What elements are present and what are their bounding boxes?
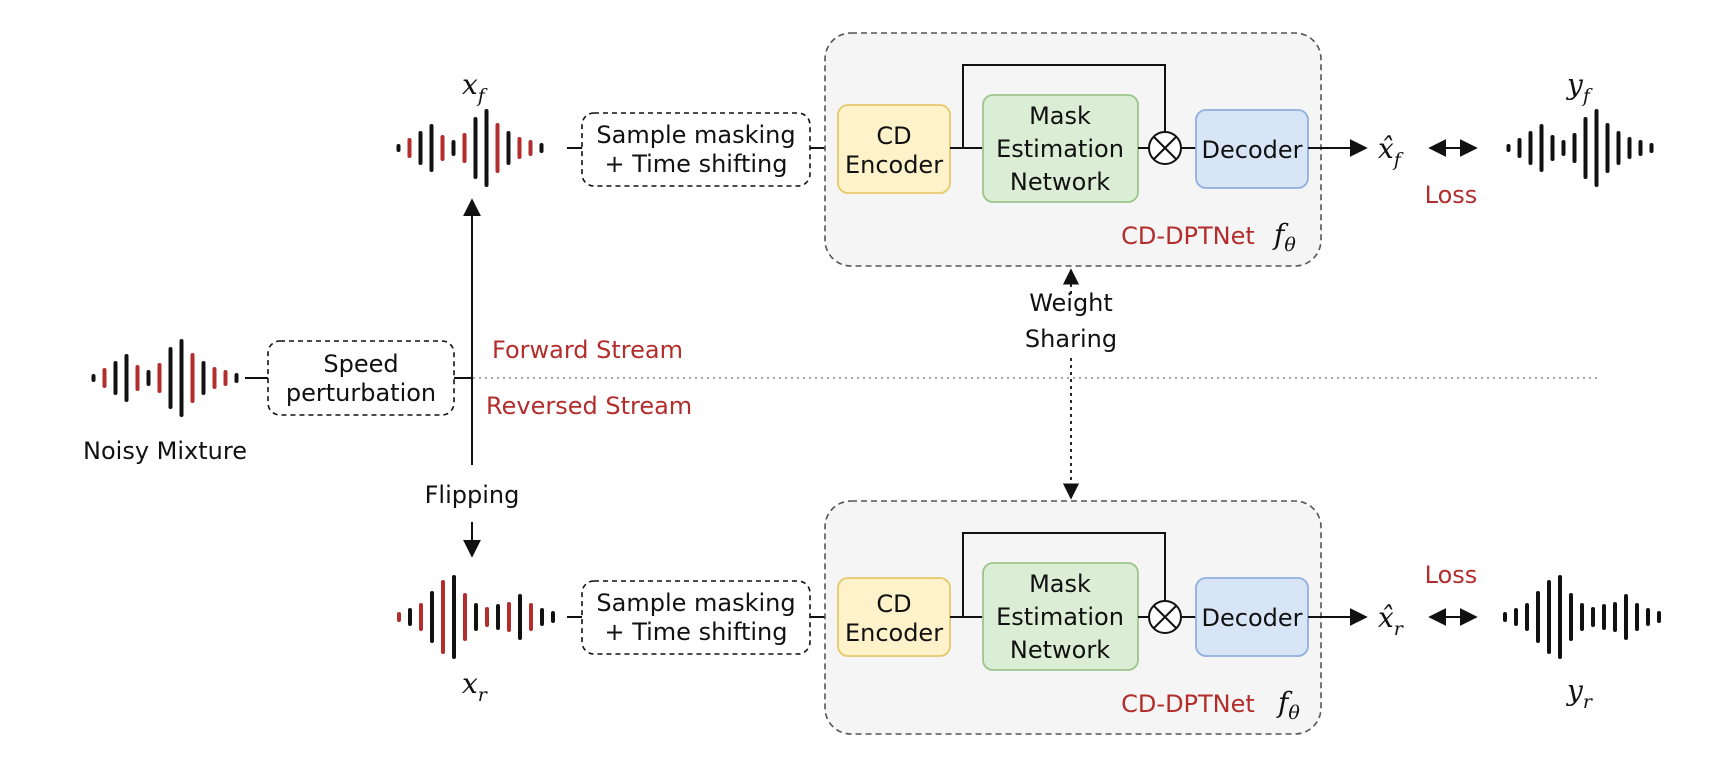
mask-label-1-top: Mask — [1029, 102, 1091, 130]
time-shifting-label-bottom: + Time shifting — [604, 618, 787, 646]
xf-label: xf — [462, 68, 488, 107]
speed-perturbation-label-1: Speed — [323, 350, 398, 378]
xhat-f-label: x̂f — [1378, 132, 1404, 171]
cd-encoder-label-2-bottom: Encoder — [845, 619, 943, 647]
cd-dptnet-label-top: CD-DPTNet — [1121, 222, 1255, 250]
yr-waveform — [1503, 575, 1661, 659]
mask-label-3-bottom: Network — [1010, 636, 1110, 664]
cd-encoder-label-1-top: CD — [876, 122, 911, 150]
multiply-icon-top — [1148, 131, 1182, 165]
mask-label-1-bottom: Mask — [1029, 570, 1091, 598]
noisy-mixture-waveform — [91, 339, 239, 417]
noisy-mixture-label: Noisy Mixture — [83, 437, 247, 465]
weight-sharing-label-2: Sharing — [1025, 325, 1117, 353]
time-shifting-label-top: + Time shifting — [604, 150, 787, 178]
xr-waveform — [397, 575, 555, 659]
xr-label: xr — [462, 667, 489, 706]
loss-label-bottom: Loss — [1425, 561, 1478, 589]
cd-encoder-label-2-top: Encoder — [845, 151, 943, 179]
reversed-stream-label: Reversed Stream — [486, 392, 692, 420]
speed-perturbation-box — [267, 340, 455, 416]
xhat-r-label: x̂r — [1378, 601, 1405, 640]
mask-label-3-top: Network — [1010, 168, 1110, 196]
decoder-label-bottom: Decoder — [1202, 604, 1303, 632]
sample-masking-label-bottom: Sample masking — [596, 589, 795, 617]
yf-label: yf — [1565, 68, 1593, 107]
sample-masking-box-top — [581, 112, 811, 187]
mask-label-2-top: Estimation — [996, 135, 1124, 163]
mask-label-2-bottom: Estimation — [996, 603, 1124, 631]
forward-stream-label: Forward Stream — [492, 336, 683, 364]
speed-perturbation-label-2: perturbation — [286, 379, 436, 407]
flipping-label: Flipping — [425, 481, 520, 509]
yf-waveform — [1506, 109, 1654, 187]
cd-encoder-label-1-bottom: CD — [876, 590, 911, 618]
cd-dptnet-label-bottom: CD-DPTNet — [1121, 690, 1255, 718]
decoder-label-top: Decoder — [1202, 136, 1303, 164]
sample-masking-label-top: Sample masking — [596, 121, 795, 149]
weight-sharing-label-1: Weight — [1029, 289, 1113, 317]
yr-label: yr — [1565, 674, 1594, 713]
loss-label-top: Loss — [1425, 181, 1478, 209]
multiply-icon-bottom — [1148, 600, 1182, 634]
xf-waveform — [396, 109, 544, 187]
